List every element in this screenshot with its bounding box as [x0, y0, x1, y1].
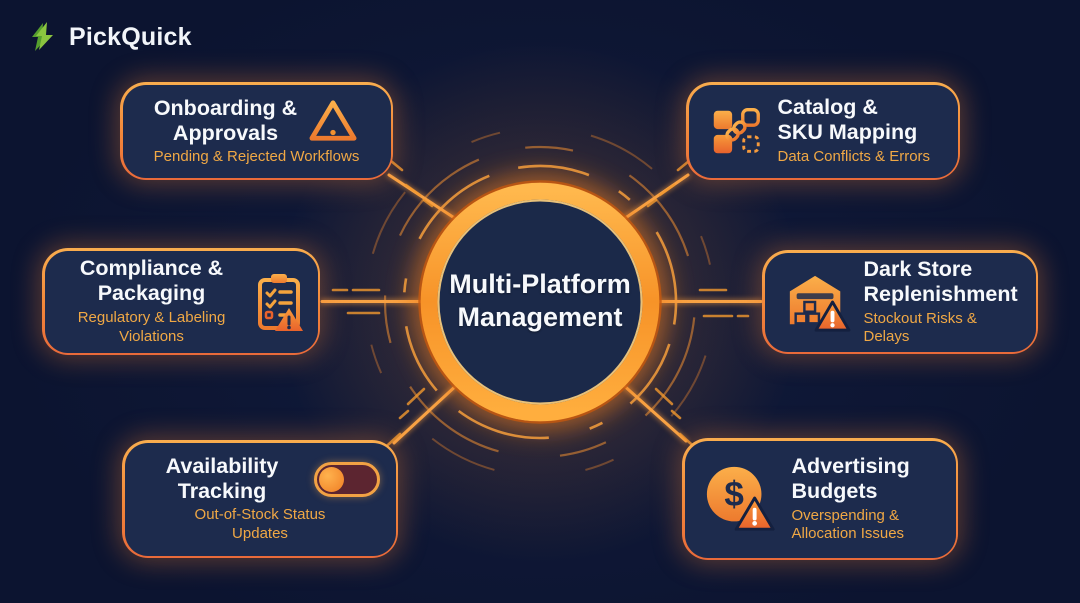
hub-ring	[412, 174, 668, 430]
budget-alert-icon: $	[703, 461, 779, 537]
brand-name: PickQuick	[69, 22, 192, 51]
node-compliance: Compliance & Packaging Regulatory & Labe…	[42, 248, 320, 355]
node-subtitle: Out-of-Stock Status Updates	[194, 506, 326, 542]
toggle-knob	[318, 466, 344, 492]
node-onboarding: Onboarding & Approvals Pending & Rejecte…	[120, 82, 393, 180]
node-subtitle: Regulatory & Labeling Violations	[77, 309, 226, 345]
node-availability: Availability Tracking Out-of-Stock Statu…	[122, 440, 398, 558]
hub-title: Multi-Platform Management	[449, 269, 631, 332]
node-subtitle: Pending & Rejected Workflows	[153, 147, 360, 165]
node-title: Catalog & SKU Mapping	[777, 95, 918, 145]
decorative-arcs	[365, 127, 715, 477]
node-advertising: $ Advertising Budgets Overspending & All…	[682, 438, 958, 560]
node-subtitle: Data Conflicts & Errors	[777, 148, 931, 166]
node-catalog: Catalog & SKU Mapping Data Conflicts & E…	[686, 82, 960, 180]
node-subtitle: Overspending & Allocation Issues	[791, 506, 905, 543]
node-subtitle: Stockout Risks & Delays	[863, 309, 977, 346]
connector-advertising	[619, 381, 688, 443]
sku-mapping-icon	[707, 102, 765, 160]
svg-text:$: $	[724, 475, 744, 514]
clipboard-violation-icon	[254, 271, 304, 333]
brand-logo: PickQuick	[26, 20, 192, 54]
connector-onboarding	[387, 173, 461, 223]
node-title: Advertising Budgets	[791, 453, 910, 503]
warehouse-alert-icon	[783, 270, 851, 334]
warning-triangle-icon	[307, 98, 359, 144]
node-title: Dark Store Replenishment	[863, 256, 1018, 306]
lightning-bolt-icon	[32, 22, 53, 51]
node-title: Onboarding & Approvals	[153, 95, 298, 145]
connector-availability	[392, 381, 461, 445]
node-title: Availability Tracking	[165, 454, 279, 504]
node-darkstore: Dark Store Replenishment Stockout Risks …	[762, 250, 1038, 354]
node-title: Compliance & Packaging	[79, 256, 224, 306]
toggle-switch[interactable]	[313, 461, 380, 497]
